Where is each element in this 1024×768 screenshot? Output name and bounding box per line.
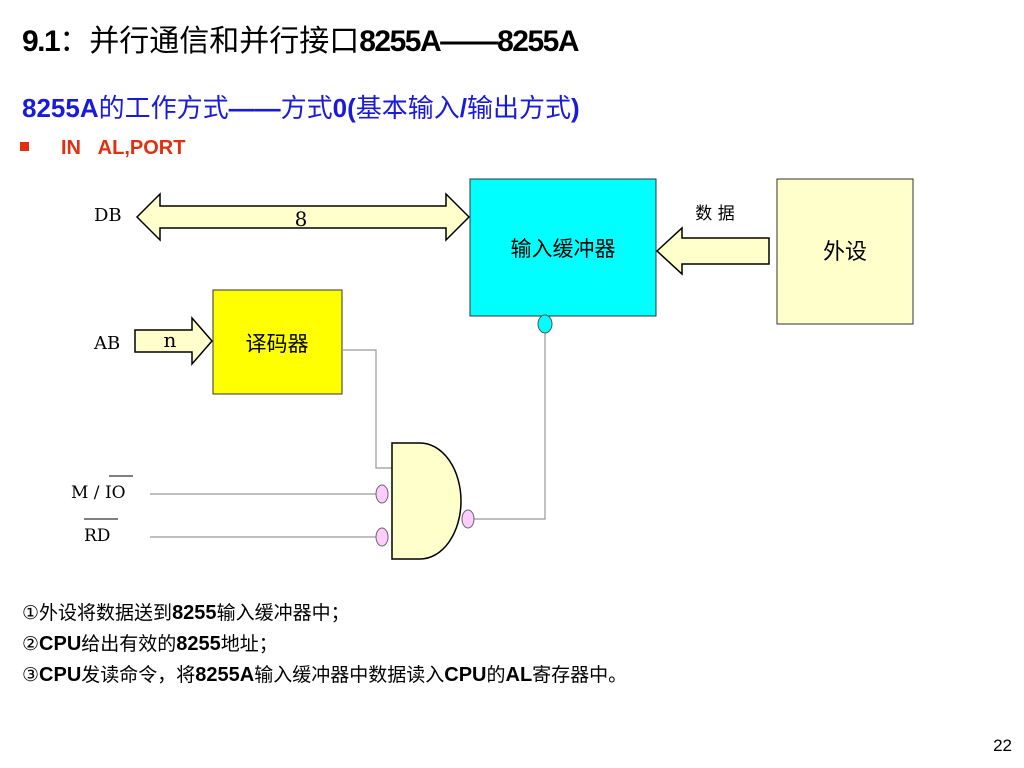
rd-invert-bubble	[375, 527, 389, 547]
slide-subtitle: 8255A的工作方式——方式0(基本输入/输出方式)	[22, 88, 580, 125]
step-2: ②CPU给出有效的8255地址；	[22, 629, 627, 660]
step-text: 输入缓冲器中；	[216, 602, 350, 624]
instruction-bullet: IN AL,PORT	[20, 137, 185, 160]
gate-output-bubble	[461, 509, 475, 529]
subtitle-text-4: 输出方式	[467, 94, 572, 124]
decoder-label: 译码器	[246, 332, 309, 356]
subtitle-text-3: 基本输入	[355, 94, 460, 124]
section-number: 9.1	[22, 25, 61, 58]
step-bold: CPU	[39, 633, 82, 655]
step-text: 输入缓冲器中数据读入	[254, 664, 445, 686]
and-gate	[391, 442, 462, 560]
step-bold: CPU	[39, 664, 82, 686]
rd-label: RD	[84, 526, 110, 546]
db-label: DB	[94, 205, 122, 226]
ab-label: AB	[93, 333, 120, 354]
step-text: 外设将数据送到	[39, 602, 173, 624]
input-buffer-label: 输入缓冲器	[511, 237, 616, 261]
decoder-box	[212, 289, 343, 395]
address-bus-arrow	[134, 315, 213, 367]
subtitle-text-1: 的工作方式	[98, 94, 229, 124]
subtitle-text-2: 方式	[280, 94, 333, 124]
operation-steps: ①外设将数据送到8255输入缓冲器中； ②CPU给出有效的8255地址； ③CP…	[22, 598, 627, 691]
step-bold: 8255A	[195, 664, 255, 686]
subtitle-slash: /	[459, 93, 468, 123]
title-chip-2: 8255A	[497, 25, 579, 58]
step-text: 的	[486, 664, 506, 686]
step-number: ②	[22, 633, 40, 655]
gate-output-wire	[474, 332, 546, 520]
ab-width-label: n	[164, 328, 177, 352]
step-text: 给出有效的	[81, 633, 177, 655]
data-bus-arrow	[135, 192, 471, 242]
data-label: 数 据	[695, 204, 734, 224]
title-colon: ：	[59, 24, 90, 59]
step-1: ①外设将数据送到8255输入缓冲器中；	[22, 598, 627, 629]
step-text: 地址；	[220, 633, 278, 655]
step-text: 寄存器中。	[532, 664, 628, 686]
subtitle-dash: ——	[228, 93, 281, 123]
step-bold: AL	[505, 664, 533, 686]
peripheral-box	[776, 178, 914, 325]
bullet-square-icon	[20, 142, 29, 151]
step-bold: CPU	[444, 664, 487, 686]
mio-label: M / IO	[71, 483, 126, 503]
step-number: ①	[22, 602, 40, 624]
step-3: ③CPU发读命令，将8255A输入缓冲器中数据读入CPU的AL寄存器中。	[22, 660, 627, 691]
instruction-operands: AL,PORT	[97, 137, 186, 159]
subtitle-close: )	[571, 93, 580, 123]
step-bold: 8255	[172, 602, 217, 624]
title-text: 并行通信和并行接口	[89, 24, 360, 59]
title-dash: ——	[440, 25, 499, 58]
mio-invert-bubble	[375, 484, 389, 504]
subtitle-chip: 8255A	[22, 93, 99, 123]
peripheral-label: 外设	[823, 240, 867, 265]
slide-title: 9.1：并行通信和并行接口8255A——8255A	[22, 16, 580, 60]
input-buffer-box	[469, 178, 657, 317]
step-bold: 8255	[176, 633, 221, 655]
decoder-output-wire	[342, 349, 392, 469]
db-width-label: 8	[295, 207, 308, 231]
subtitle-mode: 0(	[332, 93, 356, 123]
buffer-enable-bubble	[537, 314, 553, 334]
instruction-mnemonic: IN	[61, 137, 81, 159]
title-chip: 8255A	[359, 25, 441, 58]
data-input-arrow	[655, 226, 770, 276]
page-number: 22	[993, 736, 1012, 755]
step-number: ③	[22, 664, 40, 686]
step-text: 发读命令，将	[81, 664, 196, 686]
